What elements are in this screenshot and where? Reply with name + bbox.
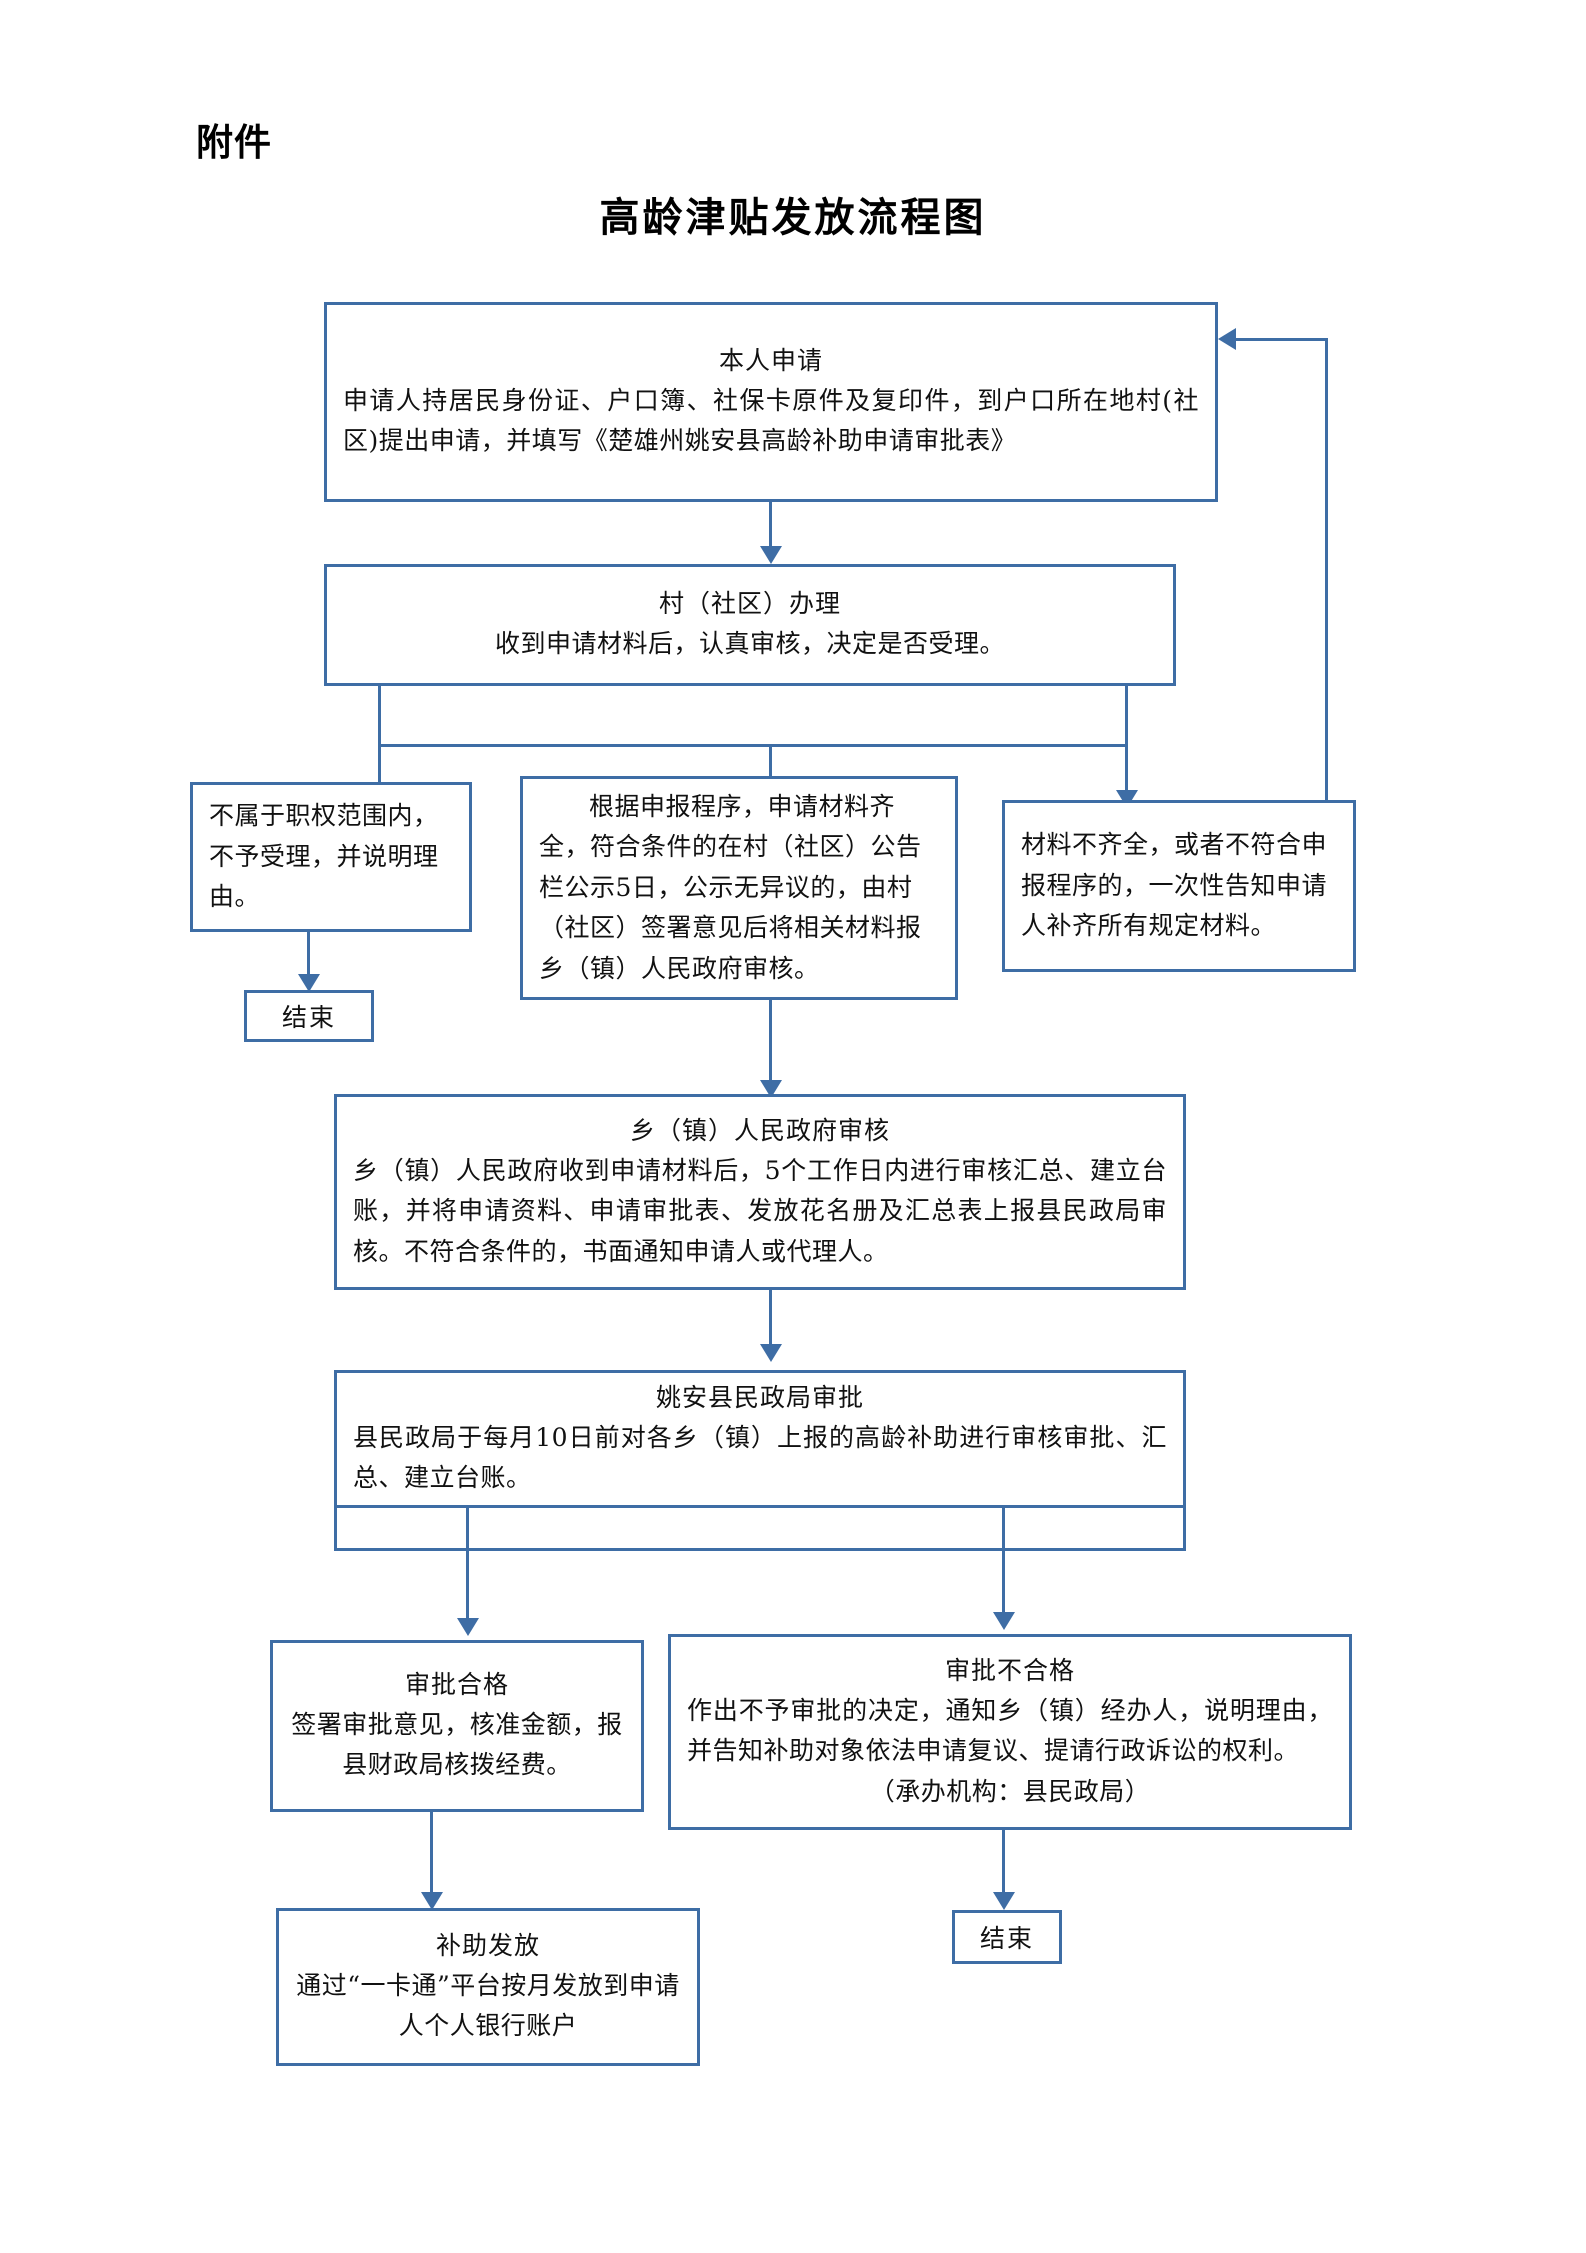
connector-county-bus-left-stub: [334, 1508, 337, 1550]
connector-village-bus-left-stub: [378, 686, 381, 746]
attachment-label: 附件: [196, 121, 272, 164]
node-not-in-scope[interactable]: 不属于职权范围内，不予受理，并说明理由。: [190, 782, 472, 932]
node-approved-heading: 审批合格: [404, 1670, 509, 1700]
arrow-approved-to-payment: [421, 1892, 443, 1910]
connector-county-bus-right-stub: [1183, 1508, 1186, 1550]
arrow-rejected-to-end: [993, 1892, 1015, 1910]
connector-approved-to-payment: [430, 1812, 433, 1892]
node-county-approval-heading: 姚安县民政局审批: [655, 1383, 864, 1413]
arrow-county-to-approved: [457, 1618, 479, 1636]
node-township-review[interactable]: 乡（镇）人民政府审核 乡（镇）人民政府收到申请材料后，5个工作日内进行审核汇总、…: [334, 1094, 1186, 1290]
node-subsidy-payment[interactable]: 补助发放 通过“一卡通”平台按月发放到申请人个人银行账户: [276, 1908, 700, 2066]
node-subsidy-payment-body: 通过“一卡通”平台按月发放到申请人个人银行账户: [296, 1970, 680, 2041]
connector-village-bus-right-stub: [1125, 686, 1128, 746]
node-approved-body: 签署审批意见，核准金额，报县财政局核拨经费。: [291, 1709, 623, 1780]
node-end-left-label: 结束: [281, 1003, 336, 1032]
connector-county-to-rejected: [1002, 1508, 1005, 1612]
node-self-apply-body: 申请人持居民身份证、户口簿、社保卡原件及复印件，到户口所在地村(社区)提出申请，…: [343, 385, 1199, 456]
node-not-in-scope-body: 不属于职权范围内，不予受理，并说明理由。: [209, 801, 439, 912]
arrow-materials-complete-to-township: [760, 1080, 782, 1098]
node-rejected-footer: （承办机构：县民政局）: [869, 1776, 1151, 1806]
node-materials-incomplete[interactable]: 材料不齐全，或者不符合申报程序的，一次性告知申请人补齐所有规定材料。: [1002, 800, 1356, 972]
node-self-apply-heading: 本人申请: [718, 346, 823, 376]
node-approved[interactable]: 审批合格 签署审批意见，核准金额，报县财政局核拨经费。: [270, 1640, 644, 1812]
node-village-process-heading: 村（社区）办理: [658, 589, 841, 619]
connector-branch-to-not-in-scope: [378, 744, 381, 790]
arrow-feedback-to-self-apply: [1218, 328, 1236, 350]
node-end-right[interactable]: 结束: [952, 1910, 1062, 1964]
node-end-left[interactable]: 结束: [244, 990, 374, 1042]
connector-township-to-county: [769, 1290, 772, 1344]
connector-self-apply-to-village: [769, 502, 772, 546]
connector-materials-complete-to-township: [769, 1000, 772, 1080]
node-materials-complete-body: 根据申报程序，申请材料齐全，符合条件的在村（社区）公告栏公示5日，公示无异议的，…: [539, 791, 922, 983]
page-title: 高龄津贴发放流程图: [599, 194, 987, 241]
connector-feedback-horizontal: [1236, 338, 1328, 341]
node-village-process[interactable]: 村（社区）办理 收到申请材料后，认真审核，决定是否受理。: [324, 564, 1176, 686]
connector-branch-to-materials-incomplete: [1125, 744, 1128, 790]
node-rejected-heading: 审批不合格: [944, 1655, 1075, 1685]
node-materials-complete[interactable]: 根据申报程序，申请材料齐全，符合条件的在村（社区）公告栏公示5日，公示无异议的，…: [520, 776, 958, 1000]
node-village-process-body: 收到申请材料后，认真审核，决定是否受理。: [494, 629, 1005, 659]
node-county-approval-body: 县民政局于每月10日前对各乡（镇）上报的高龄补助进行审核审批、汇总、建立台账。: [353, 1422, 1167, 1493]
connector-rejected-to-end: [1002, 1830, 1005, 1892]
arrow-not-in-scope-to-end: [298, 974, 320, 992]
node-rejected[interactable]: 审批不合格 作出不予审批的决定，通知乡（镇）经办人，说明理由，并告知补助对象依法…: [668, 1634, 1352, 1830]
connector-county-to-approved: [466, 1508, 469, 1618]
node-materials-incomplete-body: 材料不齐全，或者不符合申报程序的，一次性告知申请人补齐所有规定材料。: [1021, 830, 1328, 941]
node-self-apply[interactable]: 本人申请 申请人持居民身份证、户口簿、社保卡原件及复印件，到户口所在地村(社区)…: [324, 302, 1218, 502]
node-township-review-body: 乡（镇）人民政府收到申请材料后，5个工作日内进行审核汇总、建立台账，并将申请资料…: [353, 1155, 1167, 1266]
node-end-right-label: 结束: [979, 1924, 1034, 1953]
node-county-approval[interactable]: 姚安县民政局审批 县民政局于每月10日前对各乡（镇）上报的高龄补助进行审核审批、…: [334, 1370, 1186, 1508]
arrow-self-apply-to-village: [760, 546, 782, 564]
connector-county-branch-bus: [334, 1548, 1186, 1551]
connector-feedback-vertical: [1325, 338, 1328, 800]
arrow-county-to-rejected: [993, 1612, 1015, 1630]
connector-branch-to-materials-complete: [769, 744, 772, 790]
node-rejected-body: 作出不予审批的决定，通知乡（镇）经办人，说明理由，并告知补助对象依法申请复议、提…: [687, 1695, 1333, 1766]
arrow-township-to-county: [760, 1344, 782, 1362]
node-township-review-heading: 乡（镇）人民政府审核: [629, 1115, 890, 1145]
connector-village-branch-bus: [378, 744, 1128, 747]
node-subsidy-payment-heading: 补助发放: [435, 1931, 540, 1961]
connector-not-in-scope-to-end: [307, 932, 310, 974]
